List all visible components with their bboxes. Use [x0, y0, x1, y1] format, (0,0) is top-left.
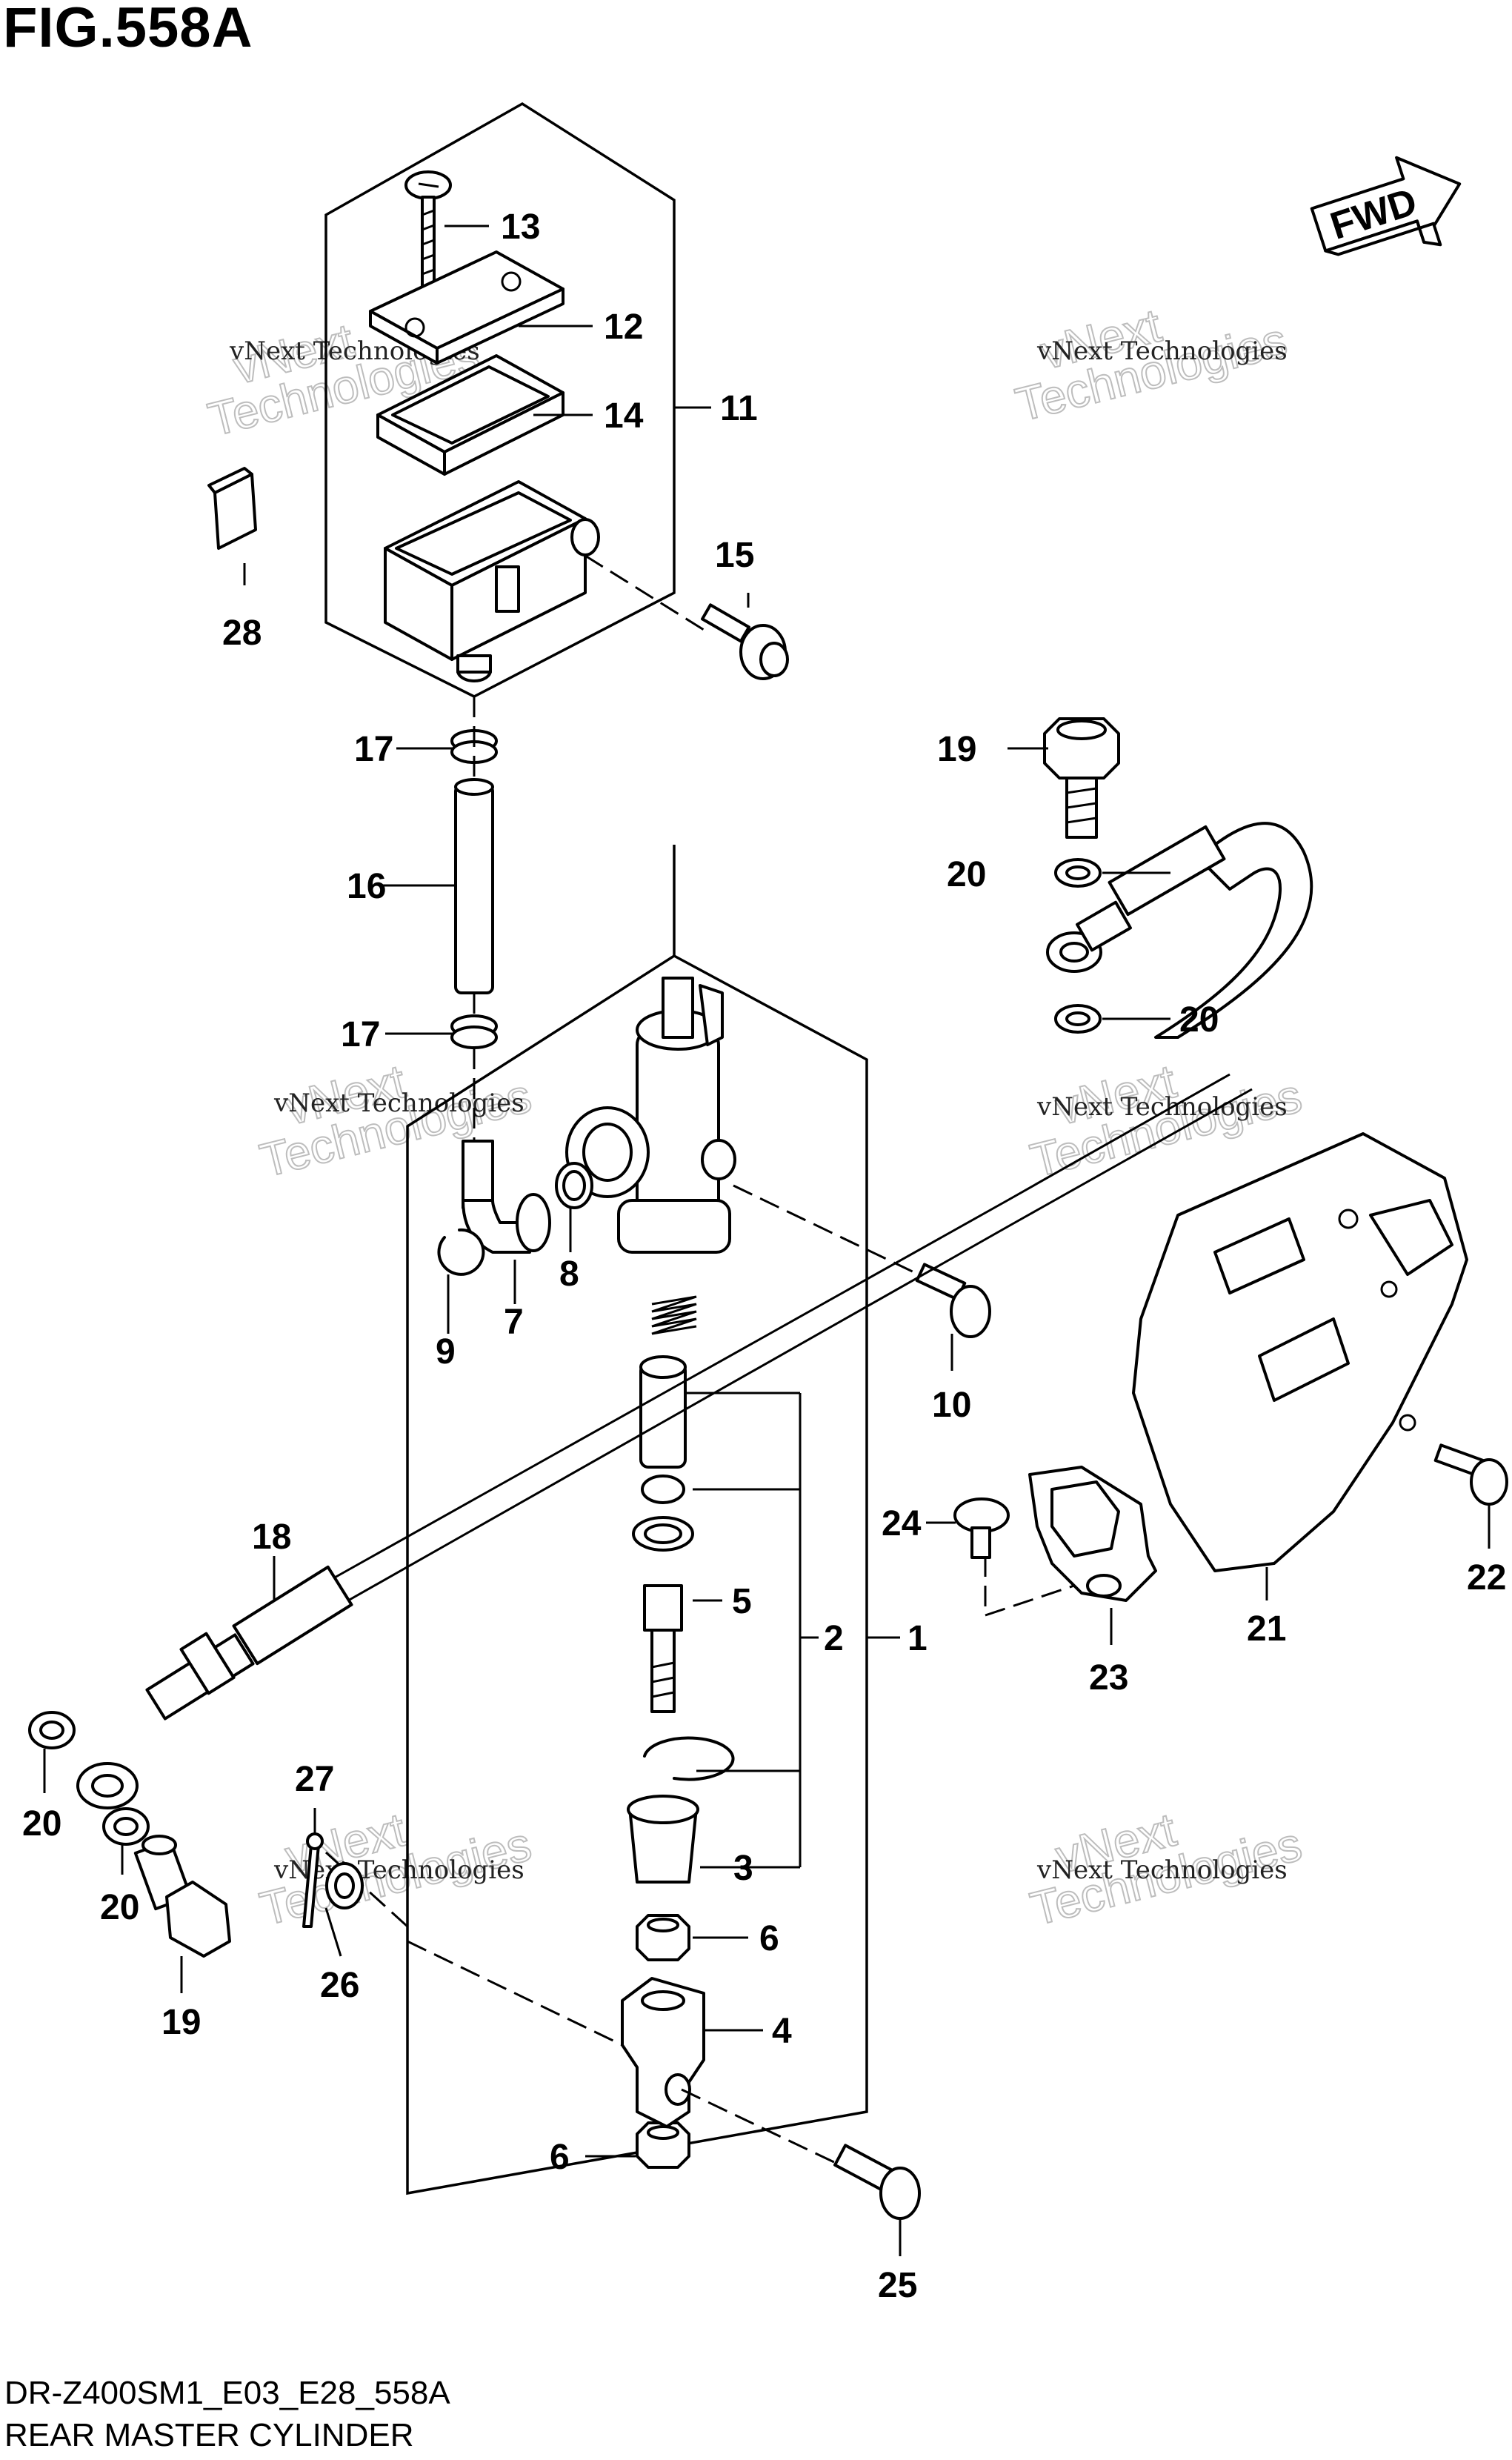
- callout-18: 18: [252, 1517, 291, 1557]
- callout-25: 25: [878, 2266, 917, 2305]
- guard-21: [1132, 1132, 1468, 1572]
- callout-24: 24: [882, 1504, 922, 1543]
- master-cylinder-frame: [406, 954, 868, 2195]
- callout-19-lower: 19: [161, 2003, 201, 2042]
- washer-20-c: [28, 1711, 76, 1749]
- callout-4: 4: [772, 2012, 792, 2051]
- boot-3: [627, 1795, 699, 1884]
- circlip: [643, 1736, 735, 1781]
- piston-5-set: [632, 1355, 694, 1713]
- callout-2: 2: [824, 1619, 844, 1658]
- nut-6-lower: [636, 2121, 690, 2169]
- hose-clamp-17-lower: [450, 1014, 498, 1049]
- reservoir-hose-16: [454, 778, 494, 994]
- callout-10: 10: [932, 1386, 971, 1425]
- callout-17-upper: 17: [354, 730, 393, 769]
- callout-11: 11: [720, 389, 758, 428]
- nut-6-upper: [636, 1914, 690, 1961]
- clevis-4: [621, 1977, 705, 2128]
- union-bolt-19-lower: [133, 1835, 231, 1958]
- clevis-pin-25: [681, 2088, 921, 2220]
- callout-21: 21: [1247, 1609, 1286, 1649]
- bolt-10: [733, 1184, 991, 1338]
- callout-27: 27: [295, 1760, 334, 1799]
- master-cylinder-body: [565, 977, 736, 1254]
- screw-24: [953, 1497, 1075, 1617]
- callout-19-upper: 19: [937, 730, 976, 769]
- callout-5: 5: [732, 1582, 752, 1621]
- drawing-code: DR-Z400SM1_E03_E28_558A: [4, 2375, 450, 2411]
- watermark-text: vNext Technologies: [273, 1088, 524, 1118]
- callout-6-lower: 6: [550, 2138, 570, 2177]
- diagram-caption: REAR MASTER CYLINDER: [4, 2417, 414, 2453]
- figure-title: FIG.558A: [3, 0, 253, 59]
- callout-15: 15: [715, 536, 754, 575]
- callout-13: 13: [501, 207, 540, 247]
- callout-20-d: 20: [100, 1888, 139, 1927]
- leader-lines: [43, 225, 1491, 2256]
- callout-1: 1: [907, 1619, 927, 1658]
- watermark-text: vNext Technologies: [1036, 336, 1288, 366]
- callout-6-upper: 6: [759, 1919, 779, 1958]
- callout-12: 12: [604, 308, 643, 347]
- fwd-direction-badge: FWD: [1310, 156, 1462, 256]
- callout-16: 16: [347, 867, 386, 906]
- callout-labels: 13 12 14 11 15 28 17 16 17 19 20 20 7 8 …: [22, 207, 1506, 2305]
- label-tag-28: [207, 467, 257, 550]
- bracket-23: [1028, 1466, 1157, 1602]
- brake-hose-18: [76, 822, 1313, 1809]
- callout-9: 9: [436, 1332, 456, 1372]
- union-bolt-19-upper: [1043, 717, 1120, 839]
- watermark-group: vNext Technologies vNext Technologies vN…: [202, 298, 1308, 1937]
- bolt-22: [1433, 1443, 1508, 1506]
- callout-22: 22: [1467, 1558, 1506, 1598]
- callout-3: 3: [733, 1849, 753, 1888]
- callout-28: 28: [222, 614, 262, 653]
- callout-23: 23: [1089, 1658, 1128, 1698]
- bolt-15: [585, 554, 789, 680]
- callout-7: 7: [504, 1303, 524, 1342]
- watermark-text: vNext Technologies: [1036, 1092, 1288, 1122]
- washer-20-a: [1054, 858, 1102, 888]
- hose-fitting-7: [462, 1140, 551, 1254]
- reservoir-body: [384, 480, 600, 682]
- callout-17-lower: 17: [341, 1015, 380, 1054]
- callout-20-c: 20: [22, 1804, 61, 1844]
- o-ring-8: [555, 1162, 593, 1209]
- reservoir-assembly-frame: [324, 102, 676, 698]
- washer-26: [325, 1862, 364, 1909]
- circlip-9: [437, 1228, 485, 1276]
- callout-26: 26: [320, 1966, 359, 2005]
- spring: [651, 1295, 697, 1335]
- callout-8: 8: [559, 1254, 579, 1294]
- callout-14: 14: [604, 396, 644, 436]
- diaphragm-14: [376, 354, 564, 476]
- washer-20-d: [102, 1807, 150, 1846]
- watermark-text: vNext Technologies: [1036, 1855, 1288, 1885]
- reservoir-cover-12: [369, 250, 564, 365]
- callout-20-b: 20: [1179, 1000, 1219, 1040]
- callout-20-a: 20: [947, 855, 986, 894]
- washer-20-b: [1054, 1004, 1102, 1034]
